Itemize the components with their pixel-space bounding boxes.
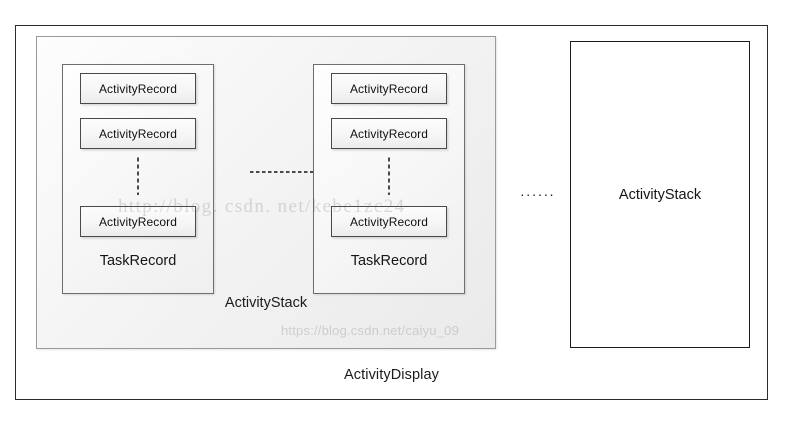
task-record-label: TaskRecord bbox=[99, 253, 177, 269]
activity-stack-label: ActivityStack bbox=[224, 295, 308, 311]
task-record-connector-dashed-line bbox=[250, 171, 314, 173]
vertical-ellipsis-icon bbox=[137, 155, 139, 195]
activity-record-label: ActivityRecord bbox=[349, 214, 429, 229]
activity-record-label: ActivityRecord bbox=[349, 126, 429, 141]
activity-record-box: ActivityRecord bbox=[331, 73, 447, 104]
activity-record-box: ActivityRecord bbox=[80, 73, 196, 104]
task-record-box: ActivityRecord ActivityRecord ActivityRe… bbox=[62, 64, 214, 294]
activity-record-box: ActivityRecord bbox=[80, 206, 196, 237]
activity-record-box: ActivityRecord bbox=[331, 118, 447, 149]
activity-display-container: ActivityRecord ActivityRecord ActivityRe… bbox=[15, 25, 768, 400]
activity-stack-filled: ActivityRecord ActivityRecord ActivityRe… bbox=[36, 36, 496, 349]
task-record-box: ActivityRecord ActivityRecord ActivityRe… bbox=[313, 64, 465, 294]
stack-ellipsis-icon: ······ bbox=[520, 186, 556, 202]
activity-record-box: ActivityRecord bbox=[80, 118, 196, 149]
task-record-label: TaskRecord bbox=[350, 253, 428, 269]
activity-display-label: ActivityDisplay bbox=[344, 367, 439, 383]
activity-record-box: ActivityRecord bbox=[331, 206, 447, 237]
activity-record-label: ActivityRecord bbox=[349, 81, 429, 96]
activity-record-label: ActivityRecord bbox=[98, 214, 178, 229]
vertical-ellipsis-icon bbox=[388, 155, 390, 195]
activity-record-label: ActivityRecord bbox=[98, 126, 178, 141]
activity-stack-label: ActivityStack bbox=[618, 186, 702, 203]
activity-stack-empty: ActivityStack bbox=[570, 41, 750, 348]
activity-record-label: ActivityRecord bbox=[98, 81, 178, 96]
